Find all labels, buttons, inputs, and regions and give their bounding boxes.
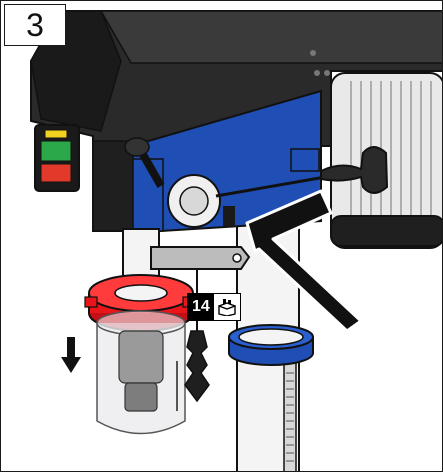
switch-box <box>34 124 80 192</box>
chuck-guard <box>96 310 186 435</box>
step-number: 3 <box>26 6 44 43</box>
column-lock-ring <box>228 324 314 366</box>
rubber-grip <box>290 146 389 194</box>
part-reference-number: 14 <box>188 294 214 320</box>
hammer-icon <box>245 189 363 333</box>
step-number-badge: 3 <box>4 4 66 46</box>
box-contents-icon <box>213 294 240 320</box>
arrow-down-icon <box>61 337 81 373</box>
part-reference-badge: 14 <box>187 293 241 321</box>
feed-handle <box>124 137 332 228</box>
depth-stop-bracket <box>150 246 251 270</box>
drill-head <box>30 10 442 232</box>
